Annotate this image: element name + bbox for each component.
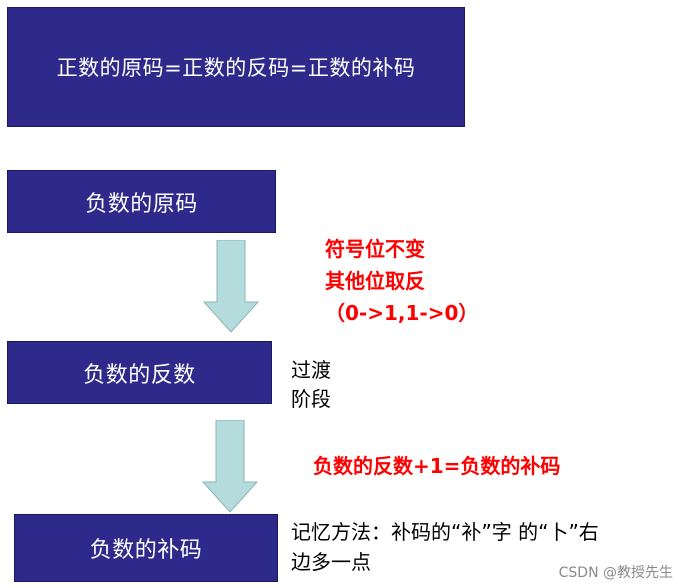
- rule-other-bits-inverted: 其他位取反: [325, 269, 425, 293]
- mnemonic-note-line-2: 边多一点: [291, 550, 371, 574]
- transition-stage-note-line-2: 阶段: [291, 387, 331, 411]
- down-arrow-icon: [203, 240, 259, 333]
- negative-original-code-box: 负数的原码: [7, 170, 276, 233]
- rule-bit-flip-detail: （0->1,1->0）: [325, 301, 479, 325]
- mnemonic-note-line-1: 记忆方法：补码的“补”字 的“卜”右: [291, 520, 599, 544]
- csdn-watermark: CSDN @教授先生: [558, 565, 673, 581]
- positive-number-equality-text: 正数的原码=正数的反码=正数的补码: [56, 56, 416, 80]
- down-arrow-icon: [202, 420, 258, 513]
- transition-stage-note-line-1: 过渡: [291, 358, 331, 382]
- negative-original-code-label: 负数的原码: [85, 191, 198, 217]
- negative-twos-complement-box: 负数的补码: [14, 514, 278, 582]
- rule-add-one: 负数的反数+1=负数的补码: [313, 454, 561, 478]
- positive-number-equality-box: 正数的原码=正数的反码=正数的补码: [7, 7, 465, 127]
- negative-ones-complement-box: 负数的反数: [7, 341, 272, 404]
- rule-sign-bit-unchanged: 符号位不变: [325, 237, 425, 261]
- negative-ones-complement-label: 负数的反数: [83, 362, 196, 388]
- negative-twos-complement-label: 负数的补码: [89, 538, 203, 563]
